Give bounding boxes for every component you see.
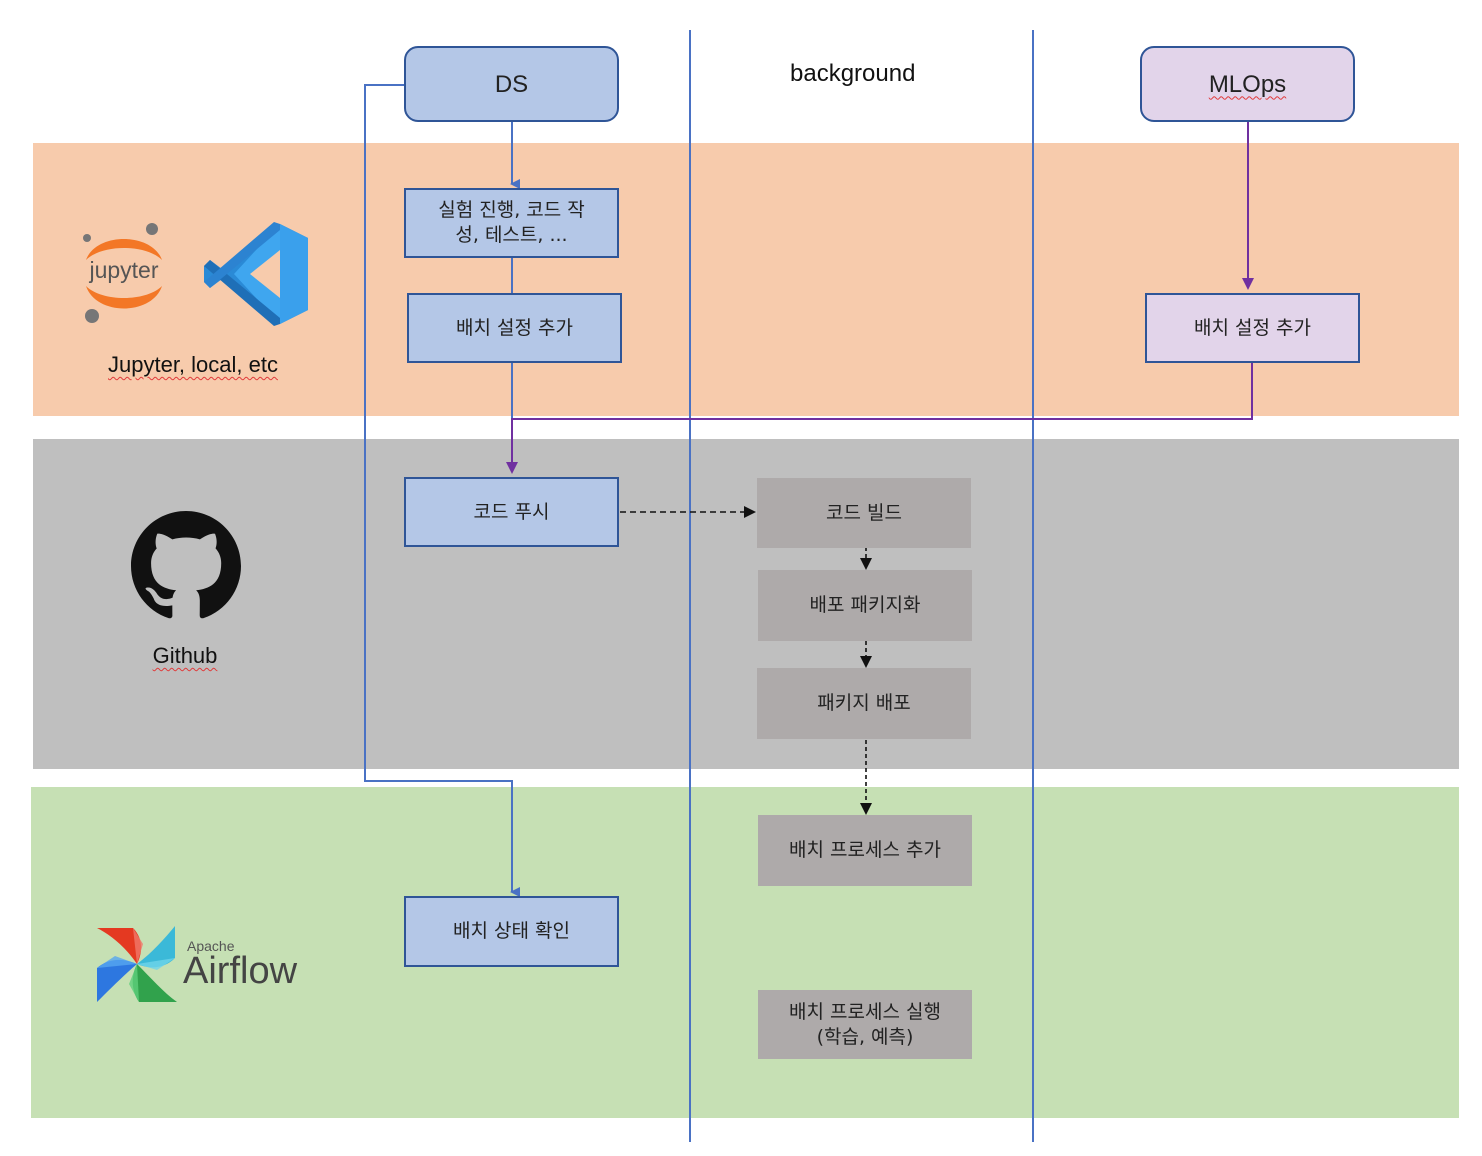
node-code-push[interactable]: 코드 푸시 bbox=[404, 477, 619, 547]
node-code-build[interactable]: 코드 빌드 bbox=[757, 478, 971, 548]
lane-github bbox=[33, 439, 1459, 769]
lane-airflow-sublabel: Apache bbox=[187, 938, 235, 954]
lane-local-label-text: Jupyter, local, etc bbox=[108, 352, 278, 377]
node-ds-batch-config[interactable]: 배치 설정 추가 bbox=[407, 293, 622, 363]
node-batch-process-add[interactable]: 배치 프로세스 추가 bbox=[758, 815, 972, 886]
ds-column-header[interactable]: DS bbox=[404, 46, 619, 122]
github-logo bbox=[131, 511, 241, 621]
node-package-deploy[interactable]: 패키지 배포 bbox=[757, 668, 971, 739]
airflow-logo bbox=[95, 924, 179, 1004]
node-batch-process-run-line1: 배치 프로세스 실행 bbox=[789, 1000, 941, 1023]
node-deploy-packaging[interactable]: 배포 패키지화 bbox=[758, 570, 972, 641]
mlops-label: MLOps bbox=[1208, 70, 1287, 98]
background-column-header: background bbox=[790, 60, 916, 87]
ds-label: DS bbox=[494, 70, 529, 98]
node-experiment-line2: 성, 테스트, ... bbox=[455, 224, 568, 246]
jupyter-logo: jupyter bbox=[76, 220, 172, 328]
lane-local-label: Jupyter, local, etc bbox=[98, 352, 288, 378]
node-experiment[interactable]: 실험 진행, 코드 작 성, 테스트, ... bbox=[404, 188, 619, 258]
lane-airflow-label: Airflow bbox=[183, 950, 298, 992]
lane-github-label-text: Github bbox=[152, 643, 218, 668]
node-batch-process-run-line2: (학습, 예측) bbox=[816, 1025, 914, 1048]
lane-airflow bbox=[31, 787, 1459, 1118]
node-experiment-line1: 실험 진행, 코드 작 bbox=[438, 199, 585, 221]
node-batch-status-check[interactable]: 배치 상태 확인 bbox=[404, 896, 619, 967]
lane-github-label: Github bbox=[120, 643, 250, 669]
node-mlops-batch-config[interactable]: 배치 설정 추가 bbox=[1145, 293, 1360, 363]
node-batch-process-run[interactable]: 배치 프로세스 실행 (학습, 예측) bbox=[758, 990, 972, 1059]
column-divider-left bbox=[689, 30, 691, 1142]
vscode-logo bbox=[204, 222, 310, 326]
mlops-column-header[interactable]: MLOps bbox=[1140, 46, 1355, 122]
jupyter-logo-text: jupyter bbox=[88, 257, 158, 283]
column-divider-right bbox=[1032, 30, 1034, 1142]
